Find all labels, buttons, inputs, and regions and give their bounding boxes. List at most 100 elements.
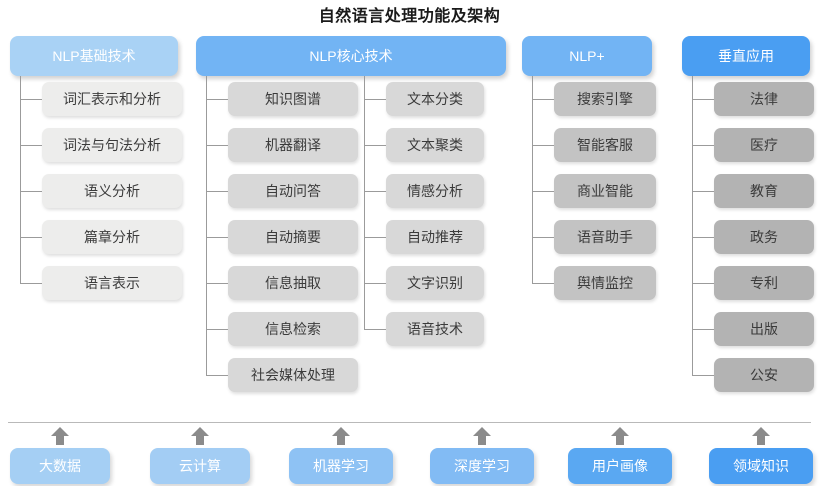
node-label: 社会媒体处理 bbox=[251, 367, 335, 383]
foundation-label: 领域知识 bbox=[733, 458, 789, 474]
node-label: 词法与句法分析 bbox=[63, 137, 161, 153]
column-header-nlp-plus[interactable]: NLP+ bbox=[522, 36, 652, 76]
connector-line bbox=[364, 329, 386, 330]
node-label: 自动问答 bbox=[265, 183, 321, 199]
connector-line bbox=[692, 99, 714, 100]
node-box[interactable]: 文字识别 bbox=[386, 266, 484, 300]
foundation-box[interactable]: 领域知识 bbox=[709, 448, 813, 484]
arrow-up-icon bbox=[49, 426, 71, 446]
arrow-up-icon bbox=[471, 426, 493, 446]
connector-line bbox=[364, 145, 386, 146]
node-box[interactable]: 知识图谱 bbox=[228, 82, 358, 116]
node-box[interactable]: 出版 bbox=[714, 312, 814, 346]
node-box[interactable]: 自动推荐 bbox=[386, 220, 484, 254]
node-box[interactable]: 文本分类 bbox=[386, 82, 484, 116]
node-box[interactable]: 文本聚类 bbox=[386, 128, 484, 162]
node-box[interactable]: 社会媒体处理 bbox=[228, 358, 358, 392]
connector-line bbox=[692, 145, 714, 146]
foundation-box[interactable]: 用户画像 bbox=[568, 448, 672, 484]
trunk-line bbox=[20, 76, 21, 283]
connector-line bbox=[532, 237, 554, 238]
foundation-label: 大数据 bbox=[39, 458, 81, 474]
connector-line bbox=[206, 191, 228, 192]
arrow-up-icon bbox=[330, 426, 352, 446]
connector-line bbox=[20, 237, 42, 238]
node-label: 机器翻译 bbox=[265, 137, 321, 153]
node-box[interactable]: 自动问答 bbox=[228, 174, 358, 208]
node-label: 文本分类 bbox=[407, 91, 463, 107]
node-box[interactable]: 搜索引擎 bbox=[554, 82, 656, 116]
node-box[interactable]: 篇章分析 bbox=[42, 220, 182, 254]
node-label: 自动推荐 bbox=[407, 229, 463, 245]
connector-line bbox=[206, 99, 228, 100]
foundation-label: 机器学习 bbox=[313, 458, 369, 474]
connector-line bbox=[206, 329, 228, 330]
node-box[interactable]: 商业智能 bbox=[554, 174, 656, 208]
node-box[interactable]: 语言表示 bbox=[42, 266, 182, 300]
node-label: 语义分析 bbox=[84, 183, 140, 199]
arrow-up-icon bbox=[189, 426, 211, 446]
connector-line bbox=[206, 375, 228, 376]
foundation-label: 深度学习 bbox=[454, 458, 510, 474]
node-label: 情感分析 bbox=[407, 183, 463, 199]
connector-line bbox=[364, 283, 386, 284]
node-label: 知识图谱 bbox=[265, 91, 321, 107]
trunk-line bbox=[692, 76, 693, 375]
node-box[interactable]: 语义分析 bbox=[42, 174, 182, 208]
connector-line bbox=[692, 191, 714, 192]
node-box[interactable]: 医疗 bbox=[714, 128, 814, 162]
column-header-label: NLP+ bbox=[569, 48, 605, 64]
foundation-divider bbox=[8, 422, 811, 423]
node-box[interactable]: 法律 bbox=[714, 82, 814, 116]
connector-line bbox=[532, 283, 554, 284]
connector-line bbox=[692, 329, 714, 330]
node-box[interactable]: 语音技术 bbox=[386, 312, 484, 346]
node-label: 信息检索 bbox=[265, 321, 321, 337]
connector-line bbox=[364, 237, 386, 238]
node-box[interactable]: 信息检索 bbox=[228, 312, 358, 346]
node-box[interactable]: 自动摘要 bbox=[228, 220, 358, 254]
foundation-box[interactable]: 机器学习 bbox=[289, 448, 393, 484]
foundation-label: 用户画像 bbox=[592, 458, 648, 474]
node-label: 公安 bbox=[750, 367, 778, 383]
foundation-box[interactable]: 云计算 bbox=[150, 448, 250, 484]
node-box[interactable]: 专利 bbox=[714, 266, 814, 300]
node-box[interactable]: 情感分析 bbox=[386, 174, 484, 208]
node-box[interactable]: 智能客服 bbox=[554, 128, 656, 162]
node-box[interactable]: 政务 bbox=[714, 220, 814, 254]
node-label: 语音助手 bbox=[577, 229, 633, 245]
connector-line bbox=[692, 283, 714, 284]
arrow-up-icon bbox=[609, 426, 631, 446]
node-box[interactable]: 舆情监控 bbox=[554, 266, 656, 300]
node-box[interactable]: 机器翻译 bbox=[228, 128, 358, 162]
arrow-up-icon bbox=[750, 426, 772, 446]
column-header-nlp-basic[interactable]: NLP基础技术 bbox=[10, 36, 178, 76]
node-label: 智能客服 bbox=[577, 137, 633, 153]
connector-line bbox=[206, 145, 228, 146]
node-label: 文本聚类 bbox=[407, 137, 463, 153]
node-box[interactable]: 信息抽取 bbox=[228, 266, 358, 300]
foundation-label: 云计算 bbox=[179, 458, 221, 474]
node-box[interactable]: 词法与句法分析 bbox=[42, 128, 182, 162]
connector-line bbox=[364, 99, 386, 100]
column-header-nlp-core[interactable]: NLP核心技术 bbox=[196, 36, 506, 76]
node-box[interactable]: 教育 bbox=[714, 174, 814, 208]
connector-line bbox=[206, 237, 228, 238]
connector-line bbox=[20, 283, 42, 284]
column-header-vertical-app[interactable]: 垂直应用 bbox=[682, 36, 810, 76]
connector-line bbox=[20, 145, 42, 146]
node-box[interactable]: 词汇表示和分析 bbox=[42, 82, 182, 116]
node-box[interactable]: 公安 bbox=[714, 358, 814, 392]
node-label: 搜索引擎 bbox=[577, 91, 633, 107]
node-box[interactable]: 语音助手 bbox=[554, 220, 656, 254]
node-label: 篇章分析 bbox=[84, 229, 140, 245]
foundation-box[interactable]: 大数据 bbox=[10, 448, 110, 484]
foundation-box[interactable]: 深度学习 bbox=[430, 448, 534, 484]
node-label: 出版 bbox=[750, 321, 778, 337]
trunk-line bbox=[532, 76, 533, 283]
node-label: 信息抽取 bbox=[265, 275, 321, 291]
connector-line bbox=[532, 191, 554, 192]
connector-line bbox=[532, 99, 554, 100]
column-header-label: NLP基础技术 bbox=[52, 48, 136, 64]
